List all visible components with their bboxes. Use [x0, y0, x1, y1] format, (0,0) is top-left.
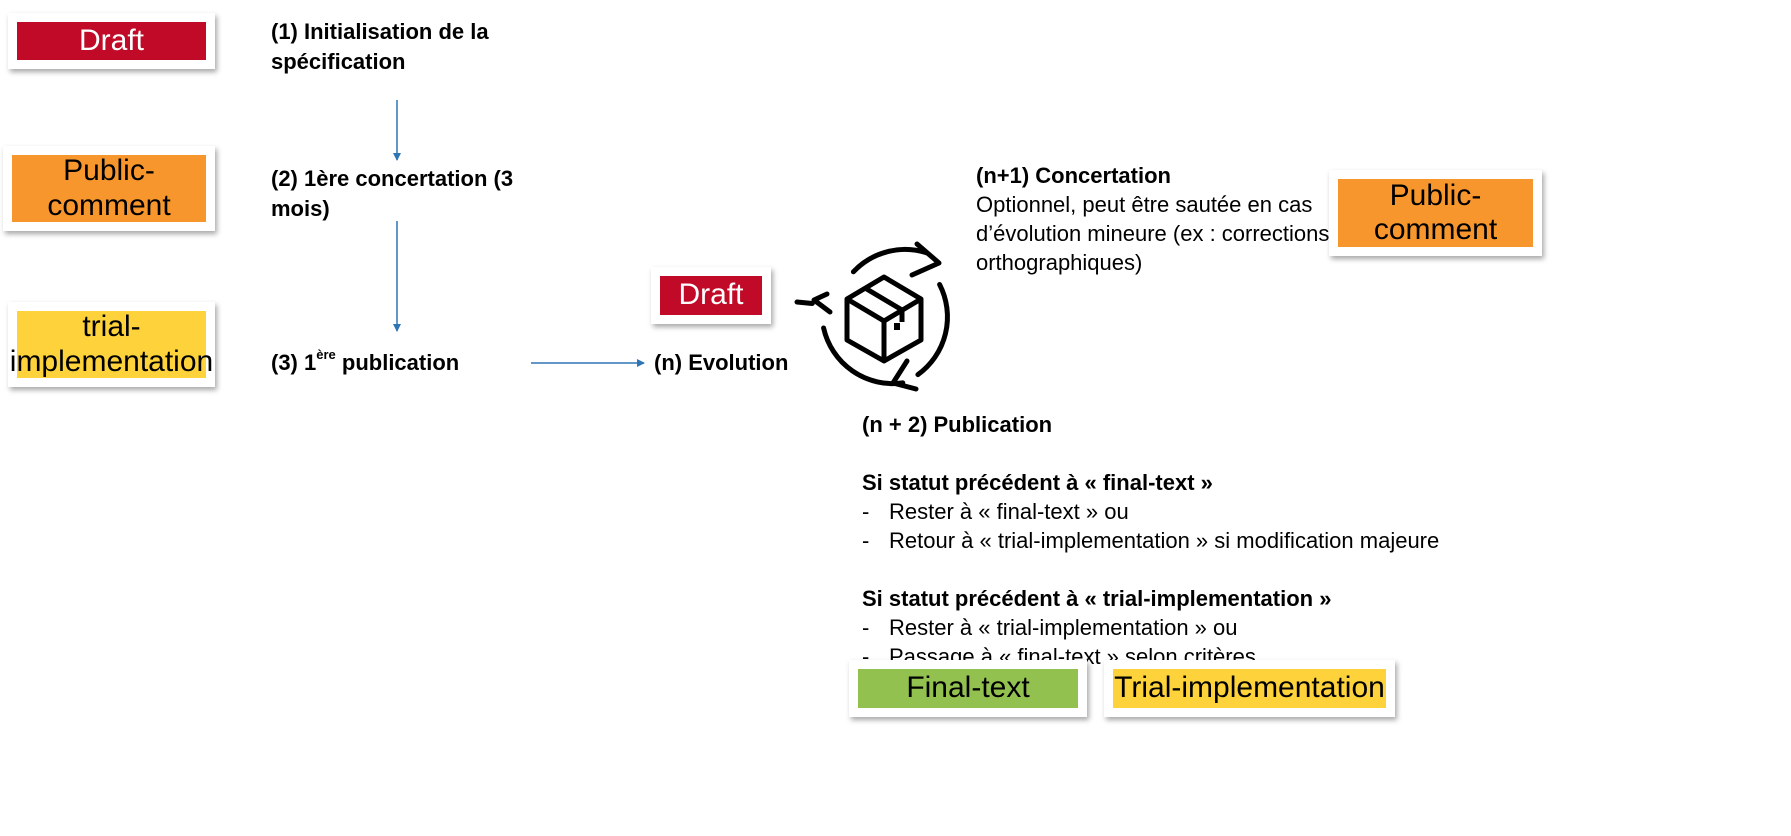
publication-case-trial-title: Si statut précédent à « trial-implementa… [862, 586, 1332, 611]
step-2-concertation: (2) 1ère concertation (3 mois) [271, 166, 514, 221]
publication-block: (n + 2) Publication Si statut précédent … [862, 410, 1439, 671]
step-n-evolution: (n) Evolution [654, 350, 789, 375]
status-badge-public-comment: Public- comment [3, 146, 215, 231]
refresh-cycle-icon [794, 241, 950, 392]
concertation-line-1: Optionnel, peut être sautée en cas [976, 192, 1313, 217]
concertation-line-2: d’évolution mineure (ex : corrections [976, 221, 1330, 246]
publication-title: (n + 2) Publication [862, 412, 1053, 437]
publication-case-final-text-list: Rester à « final-text » ou Retour à « tr… [862, 497, 1439, 555]
step-3-publication: (3) 1ère publication [271, 346, 460, 375]
status-badge-trial-implementation: trial- implementation [8, 302, 215, 387]
final-text-badge: Final-text [849, 660, 1087, 717]
evolution-draft-badge: Draft [651, 267, 771, 324]
list-item: Retour à « trial-implementation » si mod… [862, 526, 1439, 555]
concertation-title: (n+1) Concertation [976, 163, 1171, 188]
concertation-public-comment-badge: Public- comment [1329, 170, 1542, 256]
list-item: Rester à « trial-implementation » ou [862, 613, 1439, 642]
package-box-icon [844, 274, 924, 364]
status-badge-draft: Draft [8, 13, 215, 69]
list-item: Rester à « final-text » ou [862, 497, 1439, 526]
status-badge-public-comment-label: Public- comment [47, 154, 171, 222]
status-badge-draft-label: Draft [78, 23, 144, 57]
step-1-initialisation: (1) Initialisation de la spécification [271, 19, 489, 74]
status-badge-trial-implementation-label: trial- implementation [9, 310, 214, 378]
concertation-block: (n+1) Concertation Optionnel, peut être … [976, 161, 1329, 277]
publication-case-final-text-title: Si statut précédent à « final-text » [862, 470, 1213, 495]
concertation-line-3: orthographiques) [976, 250, 1143, 275]
trial-implementation-badge: Trial-implementation [1104, 660, 1395, 717]
